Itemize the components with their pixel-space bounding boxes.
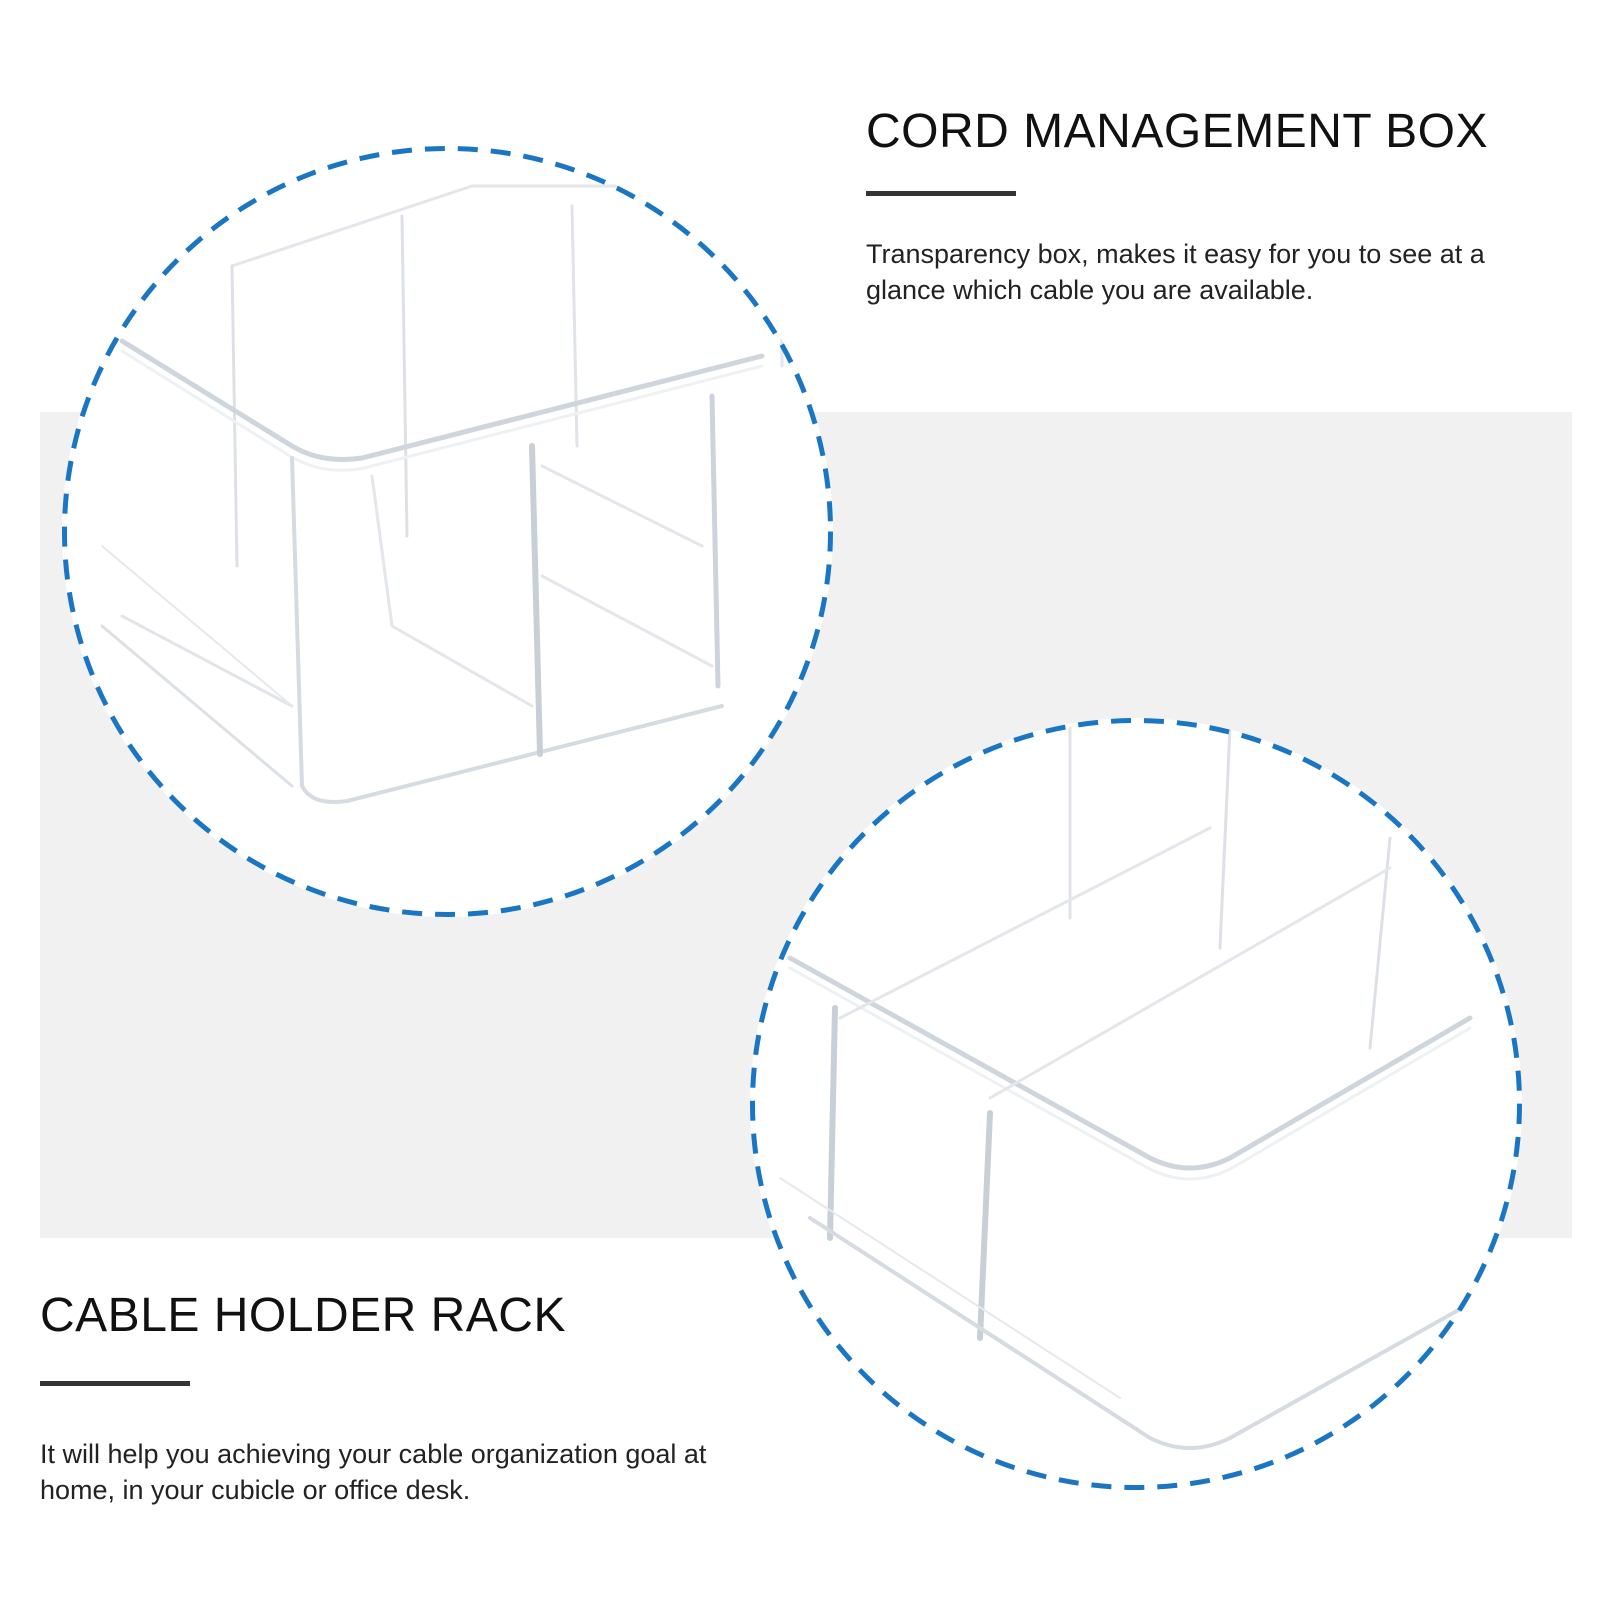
title-underline	[40, 1381, 190, 1386]
organizer-box-closeup-image	[100, 184, 784, 804]
section-description-cord-management-box: Transparency box, makes it easy for you …	[866, 239, 1485, 305]
organizer-box-side-image	[779, 726, 1482, 1450]
section-title-cable-holder-rack: CABLE HOLDER RACK	[40, 1289, 566, 1342]
detail-image-top	[62, 146, 833, 917]
section-description-cable-holder-rack: It will help you achieving your cable or…	[40, 1439, 707, 1505]
title-underline	[866, 191, 1016, 196]
section-title-cord-management-box: CORD MANAGEMENT BOX	[866, 105, 1489, 158]
detail-image-bottom	[750, 718, 1522, 1490]
